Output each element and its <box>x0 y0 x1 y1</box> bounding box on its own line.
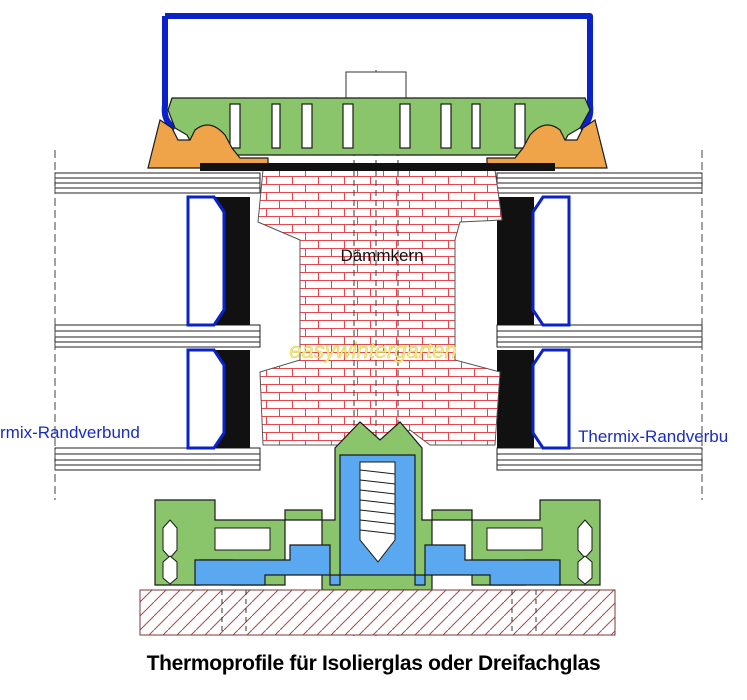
bottom-profile-slots <box>162 519 593 585</box>
right-thermix-label: Thermix-Randverbu <box>578 427 728 446</box>
left-thermix-label: rmix-Randverbund <box>0 423 140 442</box>
glass-edge-lines <box>54 150 703 500</box>
top-cover-cap <box>161 13 594 131</box>
right-thermix-spacer-bottom <box>497 348 571 450</box>
right-glass-pane-middle <box>496 324 703 348</box>
base-dividers <box>221 590 537 635</box>
top-profile-ribs <box>301 103 452 149</box>
left-glass-pane-top <box>54 172 261 194</box>
hatched-base <box>139 589 616 636</box>
figure-caption: Thermoprofile für Isolierglas oder Dreif… <box>146 652 601 675</box>
left-top-gasket <box>147 119 269 169</box>
left-thermix-spacer-bottom <box>186 348 250 450</box>
core-label: Dämmkern <box>340 246 423 265</box>
right-top-gasket <box>486 119 608 169</box>
left-glass-pane-bottom <box>54 447 261 471</box>
top-screw-box <box>345 71 407 99</box>
right-glass-pane-bottom <box>496 447 703 471</box>
watermark: easywintergarten <box>289 338 457 363</box>
insulation-core <box>257 169 503 446</box>
left-glass-pane-middle <box>54 324 261 348</box>
left-thermix-spacer-top <box>186 195 250 327</box>
top-seal-strip <box>200 163 555 171</box>
right-thermix-spacer-top <box>497 195 571 327</box>
core-screw-thread <box>359 469 396 535</box>
right-glass-pane-top <box>496 172 703 194</box>
